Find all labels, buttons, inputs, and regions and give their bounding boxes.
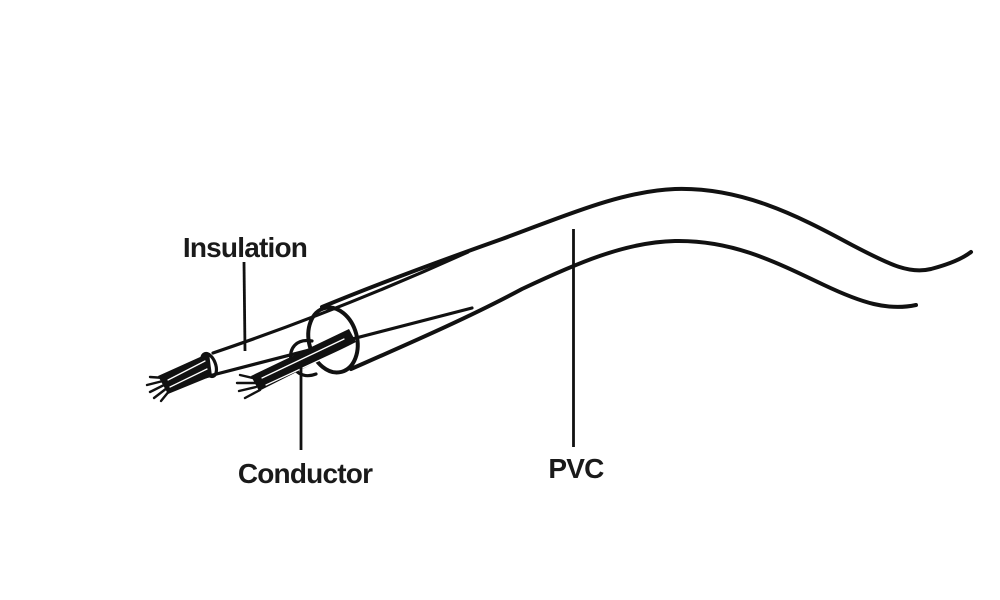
label-conductor: Conductor	[238, 458, 373, 489]
insulated-wire-body	[205, 252, 472, 377]
insulation-conductor-strands	[145, 353, 212, 403]
label-insulation: Insulation	[183, 232, 307, 263]
leader-line-insulation	[242, 261, 247, 352]
cable-artwork	[145, 186, 973, 450]
bare-conductor	[235, 329, 356, 400]
pvc-jacket-bottom-edge	[349, 238, 918, 371]
label-pvc: PVC	[548, 453, 604, 484]
jacket-opening-ellipse	[306, 305, 360, 375]
